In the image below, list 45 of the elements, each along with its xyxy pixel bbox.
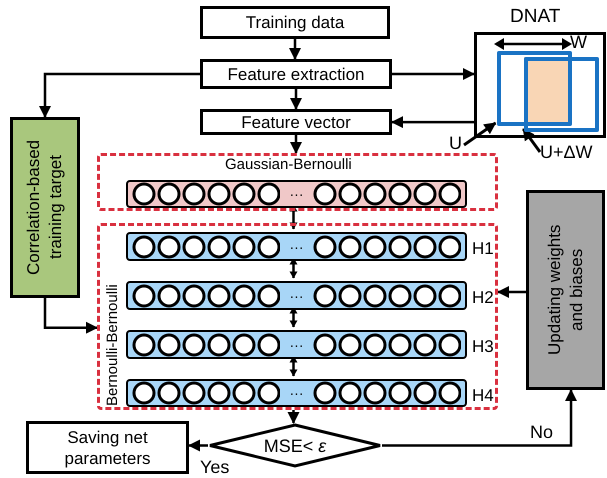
box-text: Saving net parameters (64, 426, 152, 468)
outlined-rectangle (524, 57, 599, 132)
arrow (44, 298, 98, 334)
box-text: Feature vector (241, 112, 351, 132)
process-box (26, 421, 189, 474)
layer-label: H2 (472, 287, 494, 309)
dashed-region (97, 223, 498, 410)
arrow (290, 135, 302, 154)
outlined-rectangle (497, 51, 572, 126)
panel-title: DNAT (510, 5, 560, 29)
dashed-region (97, 153, 498, 211)
box-text: Updating weights and biases (544, 224, 586, 358)
text-label: U (449, 133, 462, 153)
arrow (497, 286, 526, 298)
process-box (200, 6, 390, 39)
ellipsis: ··· (290, 240, 304, 254)
process-box (200, 109, 392, 135)
arrow (39, 72, 200, 118)
arrow (391, 116, 474, 128)
layer-bar (126, 180, 467, 208)
arrow (290, 89, 302, 110)
ellipsis: ··· (290, 187, 304, 201)
arrow (463, 122, 496, 146)
dimension-label: W (570, 32, 587, 52)
arrow (382, 389, 578, 447)
target-box (10, 117, 80, 298)
box-text: Correlation-based training target (23, 138, 66, 278)
layer-label: H1 (472, 238, 494, 260)
region-title: Gaussian-Bernoulli (225, 156, 352, 174)
condition-text: MSE< ε (264, 436, 326, 456)
box-text: Feature extraction (227, 64, 364, 84)
arrow (288, 410, 300, 424)
arrow (188, 440, 208, 452)
update-box (526, 190, 605, 390)
box-text: Training data (246, 12, 344, 33)
arrow (289, 39, 301, 60)
region-title: Bernoulli-Bernoulli (103, 283, 122, 406)
layer-label: H4 (472, 385, 494, 407)
ellipsis: ··· (290, 338, 304, 352)
ellipsis: ··· (290, 288, 304, 302)
layer-label: H3 (472, 336, 494, 358)
ellipsis: ··· (290, 386, 304, 400)
process-box (200, 59, 392, 89)
arrow (392, 68, 475, 80)
text-label: U+ΔW (540, 142, 593, 162)
